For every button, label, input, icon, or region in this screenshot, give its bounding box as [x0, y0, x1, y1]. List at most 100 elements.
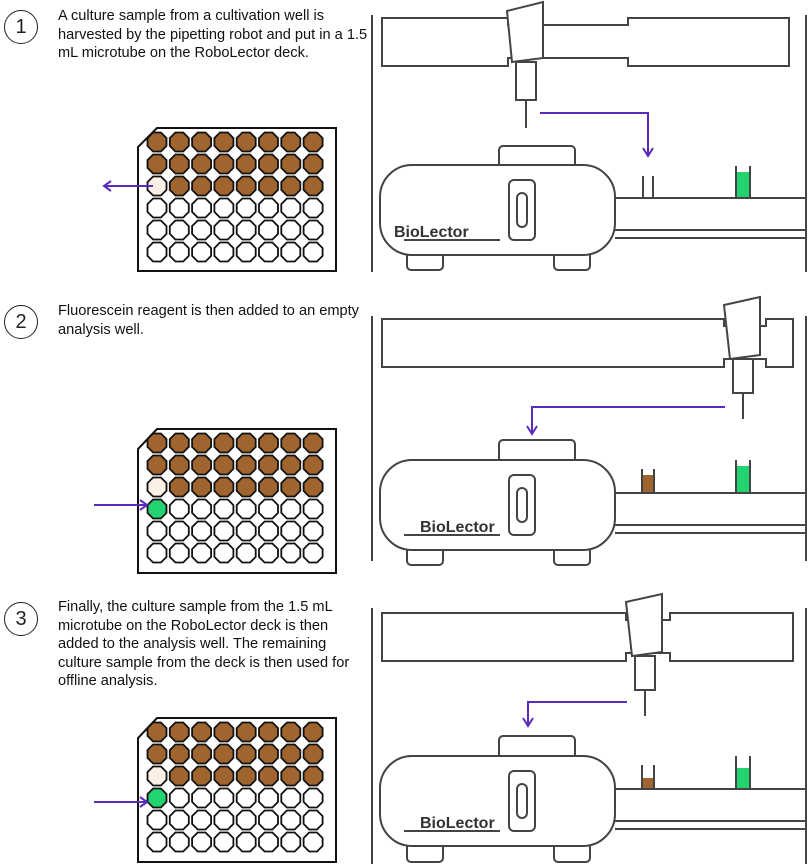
plate-well — [191, 131, 213, 153]
plate-well — [280, 153, 302, 175]
plate-well — [280, 432, 302, 454]
plate-well — [191, 831, 213, 853]
plate-well — [191, 175, 213, 197]
plate-well — [235, 454, 257, 476]
plate-well — [191, 476, 213, 498]
plate-well — [280, 831, 302, 853]
plate-wells — [146, 131, 324, 263]
pipetting-robot-arm — [381, 592, 794, 716]
plate-well — [302, 476, 324, 498]
plate-well — [258, 743, 279, 765]
step-number-circle: 2 — [4, 305, 38, 339]
plate-well — [213, 241, 235, 263]
plate-well — [168, 498, 190, 520]
plate-well — [235, 498, 257, 520]
plate-well — [302, 831, 324, 853]
plate-well — [146, 476, 168, 498]
plate-well — [146, 787, 168, 809]
step-description: Fluorescein reagent is then added to an … — [58, 303, 359, 338]
microtube — [641, 765, 655, 790]
plate-well — [235, 765, 257, 787]
plate-well — [168, 721, 190, 743]
plate-well — [302, 498, 324, 520]
plate-well — [302, 765, 324, 787]
plate-well — [213, 153, 235, 175]
step-number: 1 — [15, 15, 27, 38]
plate-well — [168, 476, 190, 498]
robolector-deck: BioLector — [371, 295, 807, 566]
plate-well — [168, 765, 190, 787]
plate-well — [235, 197, 257, 219]
plate-well — [146, 432, 168, 454]
deck-rail — [615, 197, 806, 239]
arrow-head — [139, 796, 149, 808]
well-plate — [94, 717, 337, 863]
plate-well — [191, 809, 213, 831]
plate-well — [258, 721, 279, 743]
plate-well — [146, 743, 168, 765]
plate-well — [235, 432, 257, 454]
plate-well — [235, 743, 257, 765]
plate-well — [280, 241, 302, 263]
step-number: 2 — [15, 310, 27, 333]
plate-well — [168, 175, 190, 197]
plate-well — [258, 498, 279, 520]
step-2: 2 Fluorescein reagent is then added to a… — [0, 289, 809, 578]
plate-well — [168, 743, 190, 765]
plate-well — [191, 743, 213, 765]
plate-well — [235, 542, 257, 564]
plate-well — [213, 197, 235, 219]
robolector-deck: BioLector — [371, 592, 807, 864]
plate-well — [235, 831, 257, 853]
pipette-body — [515, 61, 537, 101]
deck-rail — [615, 492, 806, 534]
plate-well — [191, 721, 213, 743]
plate-well — [146, 454, 168, 476]
plate-well — [168, 831, 190, 853]
plate-well — [191, 787, 213, 809]
plate-well — [302, 153, 324, 175]
plate-well — [146, 765, 168, 787]
biolector-instrument: BioLector — [379, 145, 616, 271]
plate-well — [146, 831, 168, 853]
plate-well — [280, 765, 302, 787]
pipette-head — [505, 0, 544, 64]
plate-well — [258, 241, 279, 263]
plate-well — [213, 454, 235, 476]
pipette-body — [732, 358, 754, 394]
plate-well — [146, 197, 168, 219]
plate-well — [168, 542, 190, 564]
microtube — [642, 176, 654, 198]
arrow-head — [139, 499, 149, 511]
plate-well — [168, 219, 190, 241]
plate-well — [213, 219, 235, 241]
plate-well — [168, 809, 190, 831]
plate-well — [280, 219, 302, 241]
plate-well — [280, 520, 302, 542]
plate-well — [258, 765, 279, 787]
pipette-head — [624, 592, 663, 658]
biolector-label: BioLector — [420, 815, 495, 832]
plate-wells — [146, 432, 324, 564]
plate-well — [258, 542, 279, 564]
plate-well — [280, 809, 302, 831]
step-1: 1 A culture sample from a cultivation we… — [0, 0, 809, 289]
plate-well — [258, 175, 279, 197]
plate-well — [280, 175, 302, 197]
plate-well — [302, 542, 324, 564]
plate-well — [235, 787, 257, 809]
arrow-head — [102, 180, 112, 192]
plate-well — [235, 153, 257, 175]
plate-well — [235, 520, 257, 542]
well-plate — [94, 428, 337, 574]
plate-well — [191, 542, 213, 564]
plate-well — [168, 241, 190, 263]
plate-well — [146, 809, 168, 831]
plate-well — [258, 831, 279, 853]
well-plate — [102, 127, 337, 272]
plate-well — [191, 153, 213, 175]
plate-well — [258, 131, 279, 153]
plate-well — [146, 498, 168, 520]
plate-well — [258, 476, 279, 498]
pipette-body — [634, 655, 656, 691]
